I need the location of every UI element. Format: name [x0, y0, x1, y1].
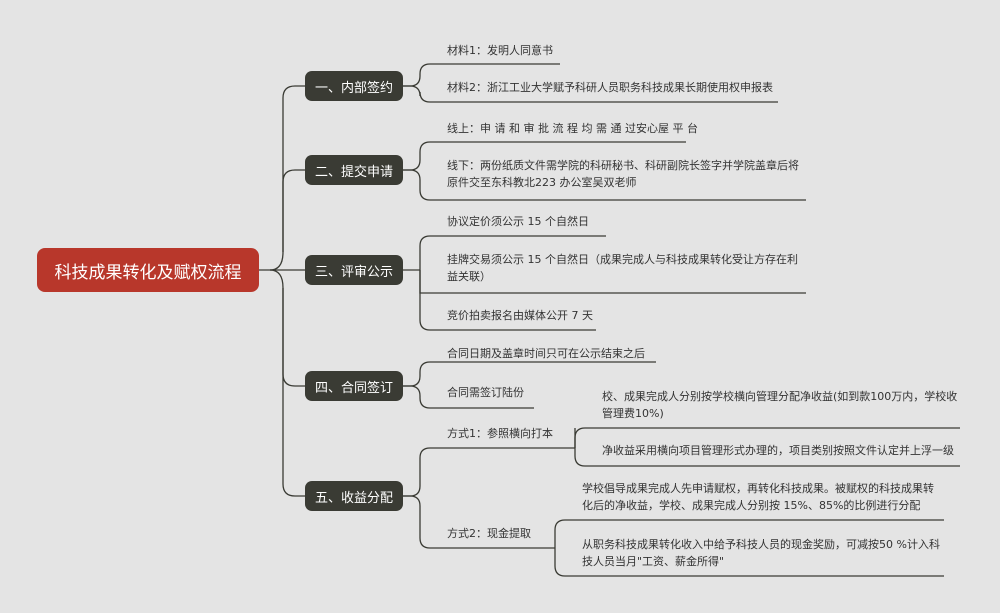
branch-income-distribution[interactable]: 五、收益分配 — [305, 481, 403, 511]
detail-method-1-project-level: 净收益采用横向项目管理形式办理的，项目类别按照文件认定并上浮一级 — [602, 444, 954, 457]
detail-method-2-cash-reward: 从职务科技成果转化收入中给予科技人员的现金奖励，可减按50 %计入科技人员当月"… — [582, 538, 940, 568]
branch-submit-application[interactable]: 二、提交申请 — [305, 155, 403, 185]
leaf-material-1: 材料1：发明人同意书 — [447, 44, 553, 57]
leaf-method-2: 方式2：现金提取 — [447, 527, 531, 540]
detail-method-2-ratio: 学校倡导成果完成人先申请赋权，再转化科技成果。被赋权的科技成果转化后的净收益，学… — [582, 482, 934, 512]
leaf-auction: 竞价拍卖报名由媒体公开 7 天 — [447, 309, 593, 322]
leaf-agreement-pricing: 协议定价须公示 15 个自然日 — [447, 215, 589, 228]
leaf-online: 线上：申 请 和 审 批 流 程 均 需 通 过安心屋 平 台 — [447, 122, 698, 135]
branch-contract-signing[interactable]: 四、合同签订 — [305, 371, 403, 401]
leaf-offline: 线下：两份纸质文件需学院的科研秘书、科研副院长签字并学院盖章后将原件交至东科教北… — [447, 159, 799, 189]
leaf-material-2: 材料2：浙江工业大学赋予科研人员职务科技成果长期使用权申报表 — [447, 81, 773, 94]
branch-internal-signing[interactable]: 一、内部签约 — [305, 71, 403, 101]
root-node[interactable]: 科技成果转化及赋权流程 — [37, 248, 259, 292]
leaf-method-1: 方式1：参照横向打本 — [447, 427, 553, 440]
branch-review-publicity[interactable]: 三、评审公示 — [305, 255, 403, 285]
detail-method-1-allocation: 校、成果完成人分别按学校横向管理分配净收益(如到款100万内，学校收管理费10%… — [602, 390, 958, 420]
leaf-contract-copies: 合同需签订陆份 — [447, 386, 524, 399]
leaf-listing-trade: 挂牌交易须公示 15 个自然日（成果完成人与科技成果转化受让方存在利益关联） — [447, 253, 798, 283]
leaf-contract-date: 合同日期及盖章时间只可在公示结束之后 — [447, 347, 645, 360]
